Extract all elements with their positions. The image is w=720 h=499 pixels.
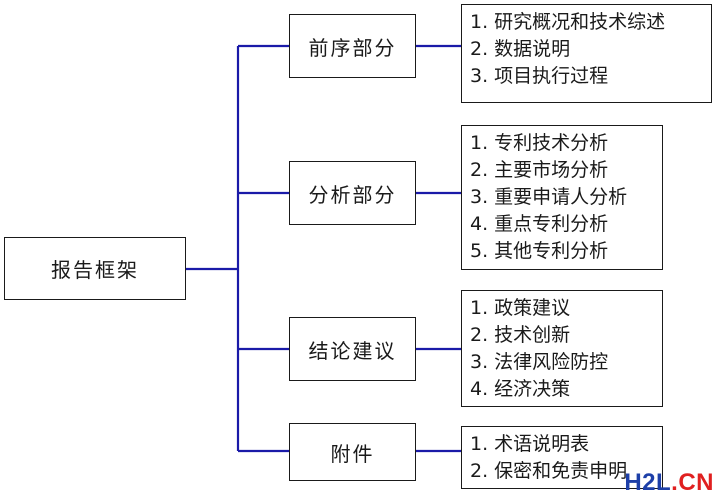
list-item: 4. 重点专利分析 xyxy=(470,213,609,235)
list-item: 1. 术语说明表 xyxy=(470,433,590,455)
list-item: 1. 研究概况和技术综述 xyxy=(470,11,666,33)
detail-box-appendix: 1. 术语说明表 2. 保密和免责申明 xyxy=(461,426,663,489)
list-item: 3. 重要申请人分析 xyxy=(470,186,628,208)
detail-box-conclusion: 1. 政策建议 2. 技术创新 3. 法律风险防控 4. 经济决策 xyxy=(461,290,663,407)
section-node-conclusion: 结论建议 xyxy=(289,317,416,381)
watermark-part-2: .CN xyxy=(671,469,714,496)
detail-box-preface: 1. 研究概况和技术综述 2. 数据说明 3. 项目执行过程 xyxy=(461,4,712,103)
watermark-part-1: H2L xyxy=(624,469,672,496)
detail-box-analysis: 1. 专利技术分析 2. 主要市场分析 3. 重要申请人分析 4. 重点专利分析… xyxy=(461,125,663,270)
section-node-preface: 前序部分 xyxy=(289,14,416,78)
list-item: 5. 其他专利分析 xyxy=(470,240,609,262)
root-node: 报告框架 xyxy=(4,237,186,300)
list-item: 3. 法律风险防控 xyxy=(470,351,609,373)
section-label: 结论建议 xyxy=(308,338,397,363)
root-label: 报告框架 xyxy=(51,258,139,282)
list-item: 1. 政策建议 xyxy=(470,297,571,319)
list-item: 2. 数据说明 xyxy=(470,38,571,60)
section-label: 分析部分 xyxy=(308,182,397,207)
list-item: 2. 主要市场分析 xyxy=(470,159,609,181)
section-label: 附件 xyxy=(330,441,375,466)
section-node-analysis: 分析部分 xyxy=(289,161,416,225)
section-node-appendix: 附件 xyxy=(289,423,416,481)
list-item: 4. 经济决策 xyxy=(470,378,571,400)
list-item: 2. 保密和免责申明 xyxy=(470,460,628,482)
section-label: 前序部分 xyxy=(308,35,397,60)
watermark-logo: H2L.CN xyxy=(624,469,714,497)
list-item: 2. 技术创新 xyxy=(470,324,571,346)
list-item: 3. 项目执行过程 xyxy=(470,65,609,87)
list-item: 1. 专利技术分析 xyxy=(470,132,609,154)
